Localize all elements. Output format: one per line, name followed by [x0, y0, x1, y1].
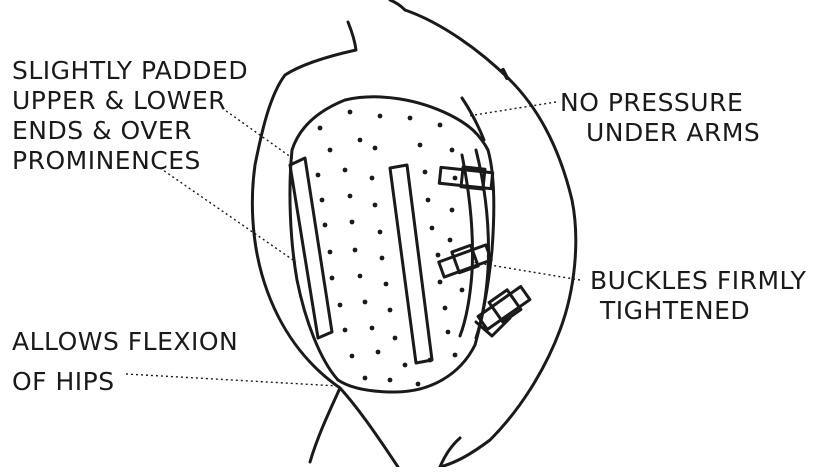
right-body-outline [405, 10, 576, 467]
perforation-dots [316, 110, 465, 387]
label-flexion-line-2: OF HIPS [12, 362, 238, 402]
centre-strip [390, 165, 432, 363]
leader-padded-lower [160, 168, 296, 262]
label-buckles: BUCKLES FIRMLY TIGHTENED [590, 266, 806, 326]
left-strip [290, 158, 332, 338]
label-padded-line-2: UPPER & LOWER [12, 86, 248, 116]
brace-outline [290, 97, 494, 392]
label-flexion-line-1: ALLOWS FLEXION [12, 322, 238, 362]
underarm-line [462, 98, 484, 140]
label-pressure-line-1: NO PRESSURE [560, 88, 760, 118]
label-padded-line-1: SLIGHTLY PADDED [12, 56, 248, 86]
armpit-mark [503, 70, 507, 78]
label-no-pressure: NO PRESSURE UNDER ARMS [560, 88, 760, 148]
label-buckles-line-2: TIGHTENED [590, 296, 806, 326]
label-padded-line-3: ENDS & OVER [12, 116, 248, 146]
hip-line [340, 388, 398, 467]
label-flexion: ALLOWS FLEXION OF HIPS [12, 322, 238, 402]
neck-outline [390, 0, 405, 10]
label-padded-line-4: PROMINENCES [12, 146, 248, 176]
label-padded-ends: SLIGHTLY PADDED UPPER & LOWER ENDS & OVE… [12, 56, 248, 176]
label-buckles-line-1: BUCKLES FIRMLY [590, 266, 806, 296]
label-pressure-line-2: UNDER ARMS [560, 118, 760, 148]
leader-pressure [468, 102, 556, 116]
